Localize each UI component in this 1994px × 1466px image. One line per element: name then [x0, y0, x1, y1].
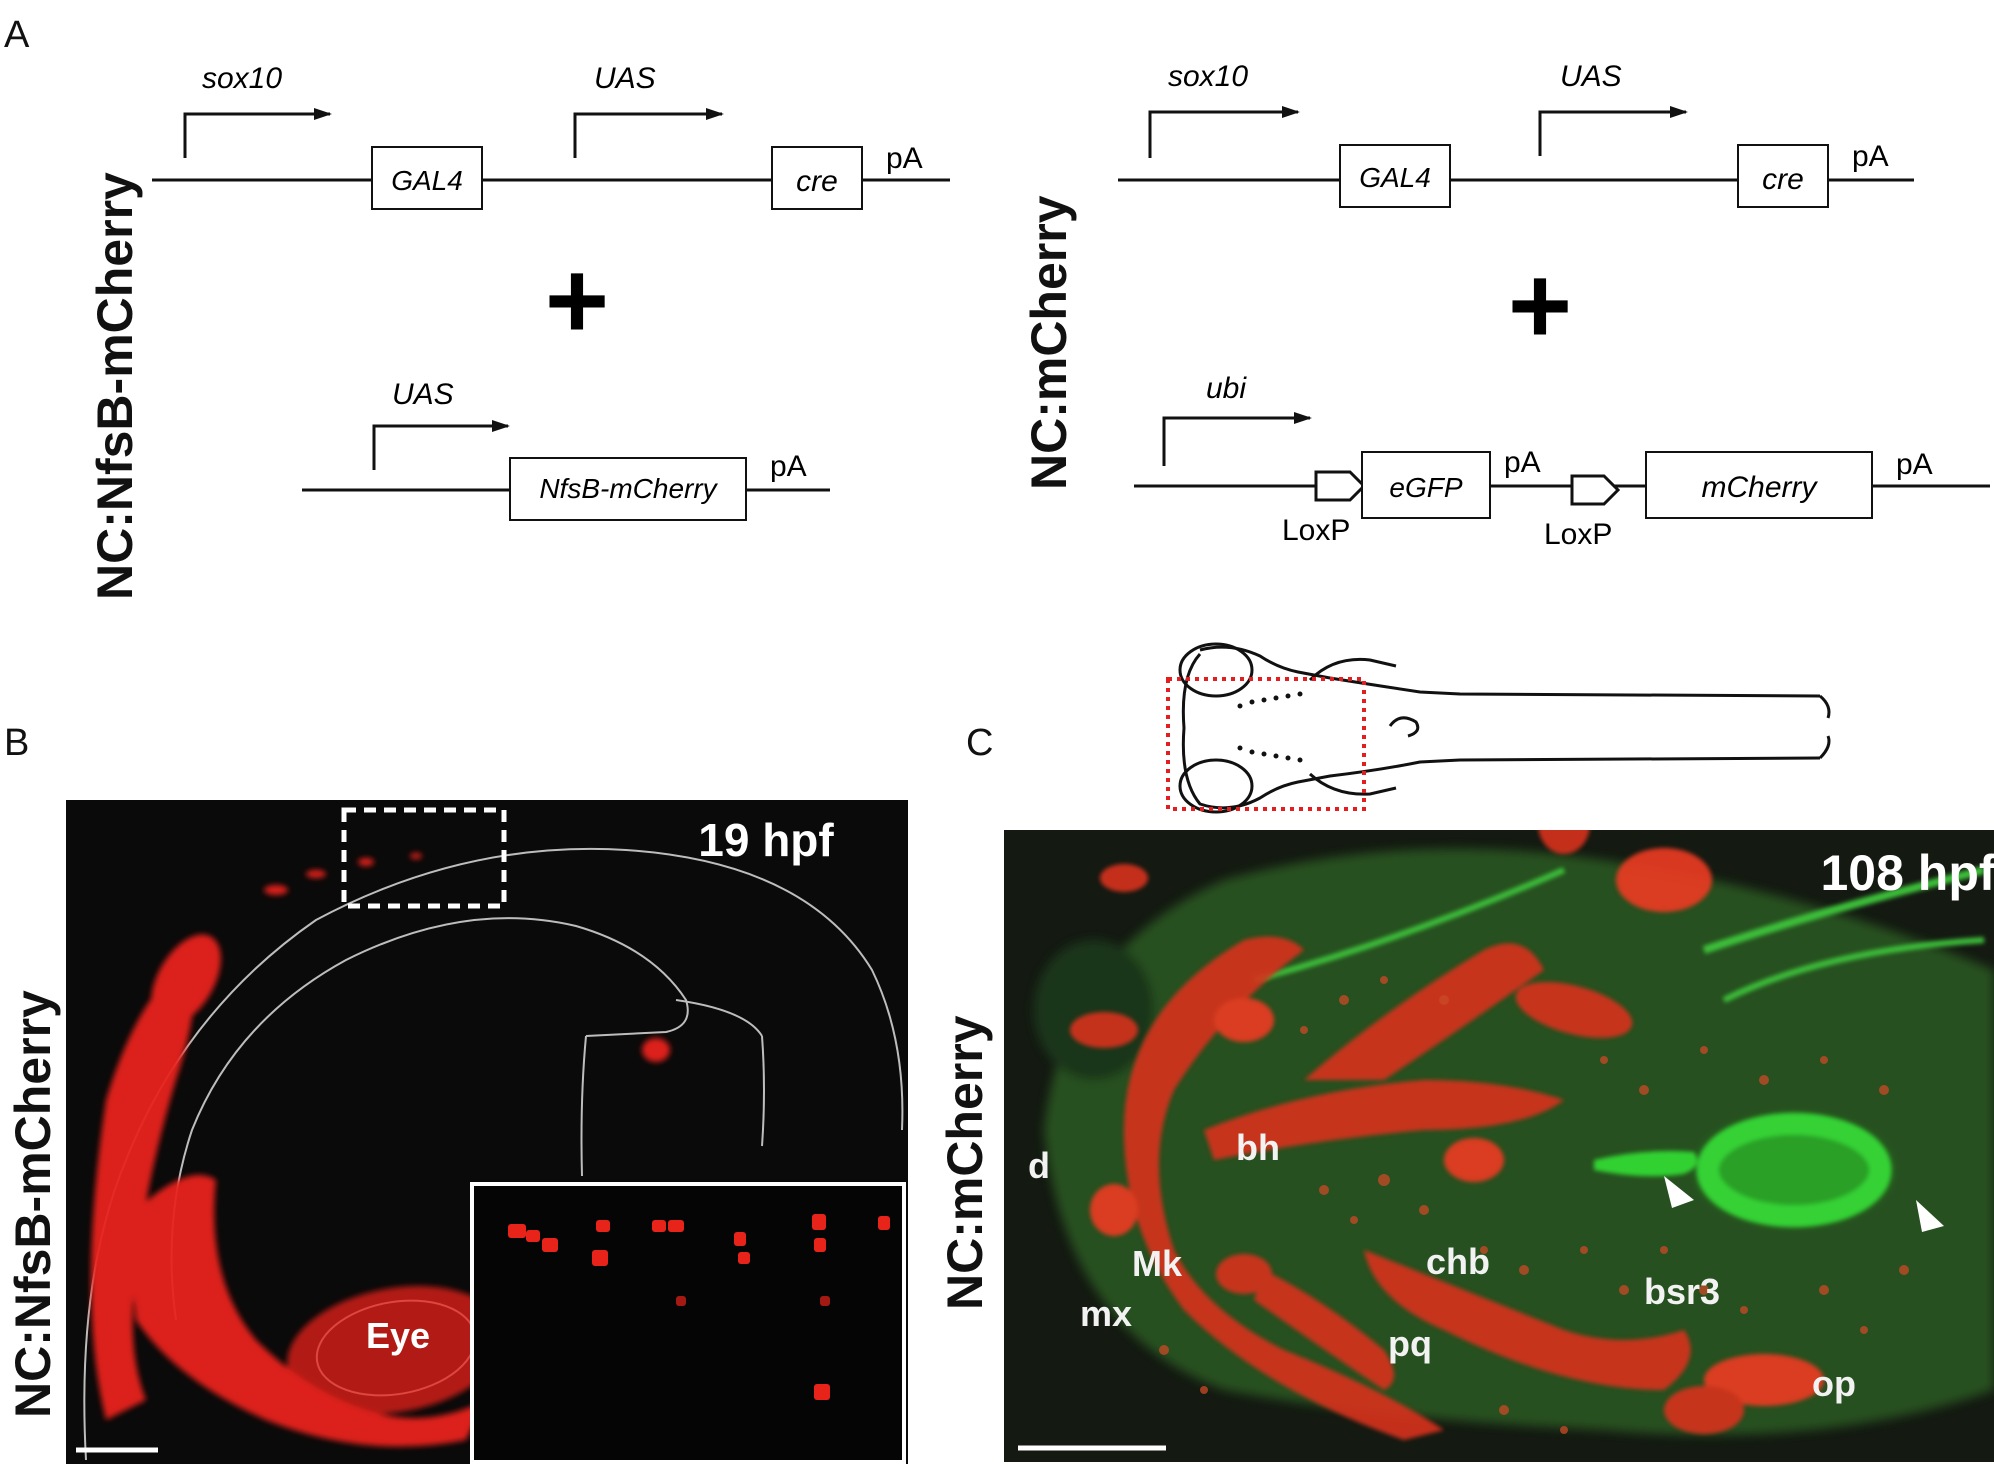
left-gene-nfsb-mcherry: NfsB-mCherry — [539, 473, 718, 504]
panel-letter-c: C — [966, 722, 994, 764]
micrograph-108hpf: 108 hpf d bh Mk mx chb pq bsr3 op — [1004, 830, 1994, 1462]
mcherry-cartilage — [1070, 830, 1824, 1440]
stage-108hpf: 108 hpf — [1820, 845, 1994, 901]
dotted-region-box — [1166, 677, 1366, 811]
right-plus-sign: + — [1508, 244, 1572, 367]
right-loxp1-label: LoxP — [1282, 514, 1350, 547]
stage-19hpf: 19 hpf — [698, 814, 834, 866]
loxp1-site — [1314, 470, 1367, 502]
eye-label: Eye — [366, 1315, 430, 1356]
right-construct-line1: sox10 GAL4 UAS cre pA — [1118, 60, 1914, 208]
arrowhead-2 — [1916, 1200, 1944, 1232]
label-bsr3: bsr3 — [1644, 1271, 1720, 1312]
left-polya1: pA — [886, 142, 923, 175]
right-construct-line2: ubi LoxP eGFP pA LoxP mCherry pA — [1134, 372, 1990, 551]
label-d: d — [1028, 1145, 1050, 1186]
left-promoter-sox10: sox10 — [202, 62, 282, 95]
dashed-region-box — [341, 807, 507, 909]
right-polya1: pA — [1852, 140, 1889, 173]
right-polya3: pA — [1896, 448, 1933, 481]
side-label-panel-c: NC:mCherry — [937, 1015, 993, 1310]
left-polya2: pA — [770, 450, 807, 483]
right-loxp2-label: LoxP — [1544, 518, 1612, 551]
label-op: op — [1812, 1363, 1856, 1404]
arrowhead-1 — [1664, 1176, 1694, 1208]
left-gene-gal4: GAL4 — [391, 165, 463, 196]
left-plus-sign: + — [545, 239, 609, 362]
right-gene-gal4: GAL4 — [1359, 162, 1431, 193]
right-promoter-sox10: sox10 — [1168, 60, 1248, 93]
micrograph-19hpf: 19 hpf Eye — [66, 800, 908, 1464]
left-promoter-uas2: UAS — [392, 378, 454, 411]
panel-letter-a: A — [4, 14, 30, 56]
left-construct-line2: UAS NfsB-mCherry pA — [302, 378, 830, 521]
left-promoter-uas1: UAS — [594, 62, 656, 95]
label-bh: bh — [1236, 1127, 1280, 1168]
right-gene-mcherry: mCherry — [1701, 471, 1818, 504]
label-mx: mx — [1080, 1293, 1132, 1334]
inset-zoom — [470, 1182, 906, 1464]
right-gene-egfp: eGFP — [1389, 472, 1462, 503]
side-label-panel-b: NC:NfsB-mCherry — [5, 990, 61, 1418]
right-promoter-uas: UAS — [1560, 60, 1622, 93]
left-construct-line1: sox10 GAL4 UAS cre pA — [152, 62, 950, 210]
right-gene-cre: cre — [1762, 163, 1804, 196]
right-promoter-ubi: ubi — [1206, 372, 1247, 405]
panel-letter-b: B — [4, 722, 30, 764]
construct-diagrams: sox10 GAL4 UAS cre pA + UAS NfsB-mCherry… — [152, 60, 1990, 551]
label-pq: pq — [1388, 1323, 1432, 1364]
left-gene-cre: cre — [796, 165, 838, 198]
label-chb: chb — [1426, 1241, 1490, 1282]
larva-outline-diagram — [1166, 642, 1831, 814]
label-mk: Mk — [1132, 1243, 1183, 1284]
mcherry-signal — [91, 853, 670, 1447]
right-polya2: pA — [1504, 446, 1541, 479]
loxp2-site — [1570, 474, 1621, 506]
